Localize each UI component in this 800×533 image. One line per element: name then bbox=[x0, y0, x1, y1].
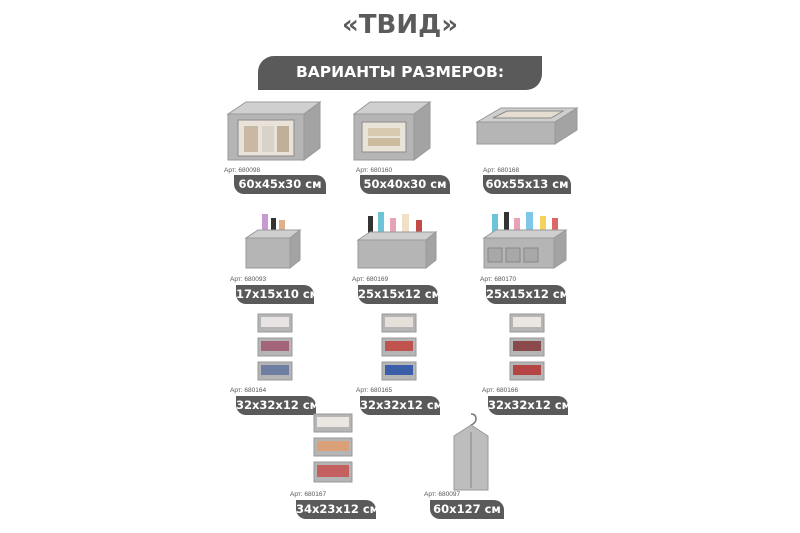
page-title: «ТВИД» bbox=[341, 10, 459, 40]
article-number: Арт: 680169 bbox=[352, 276, 389, 283]
drawer-organizer-set-icon bbox=[381, 313, 417, 381]
article-number: Арт: 680097 bbox=[424, 491, 461, 498]
size-label: 60х127 см bbox=[430, 500, 504, 519]
article-number: Арт: 680098 bbox=[224, 167, 261, 174]
size-label: 25х15х12 см bbox=[486, 285, 569, 304]
size-label: 32х32х12 см bbox=[236, 396, 319, 415]
cosmetic-organizer-icon bbox=[244, 214, 302, 270]
cosmetic-organizer-icon bbox=[356, 212, 438, 270]
size-label: 32х32х12 см bbox=[488, 396, 571, 415]
article-number: Арт: 680167 bbox=[290, 491, 327, 498]
size-label: 25х15х12 см bbox=[358, 285, 441, 304]
article-number: Арт: 680166 bbox=[482, 387, 519, 394]
garment-cover-icon bbox=[453, 413, 489, 491]
article-number: Арт: 680170 bbox=[480, 276, 517, 283]
size-label: 32х32х12 см bbox=[360, 396, 443, 415]
storage-box-window-icon bbox=[226, 101, 322, 161]
article-number: Арт: 680164 bbox=[230, 387, 267, 394]
size-label: 34х23х12 см bbox=[296, 500, 379, 519]
article-number: Арт: 680160 bbox=[356, 167, 393, 174]
article-number: Арт: 680165 bbox=[356, 387, 393, 394]
sizes-banner-label: ВАРИАНТЫ РАЗМЕРОВ: bbox=[295, 63, 505, 81]
under-bed-box-icon bbox=[475, 107, 579, 145]
size-label: 17х15х10 см bbox=[236, 285, 319, 304]
size-label: 60х55х13 см bbox=[483, 175, 571, 194]
drawer-organizer-set-icon bbox=[509, 313, 545, 381]
drawer-organizer-set-icon bbox=[313, 413, 353, 483]
drawer-organizer-set-icon bbox=[257, 313, 293, 381]
size-label: 50х40х30 см bbox=[360, 175, 450, 194]
sizes-banner: ВАРИАНТЫ РАЗМЕРОВ: bbox=[258, 56, 542, 90]
size-label: 60х45х30 см bbox=[234, 175, 326, 194]
article-number: Арт: 680093 bbox=[230, 276, 267, 283]
article-number: Арт: 680168 bbox=[483, 167, 520, 174]
cosmetic-organizer-pockets-icon bbox=[482, 212, 568, 269]
storage-box-window-icon bbox=[352, 101, 432, 161]
